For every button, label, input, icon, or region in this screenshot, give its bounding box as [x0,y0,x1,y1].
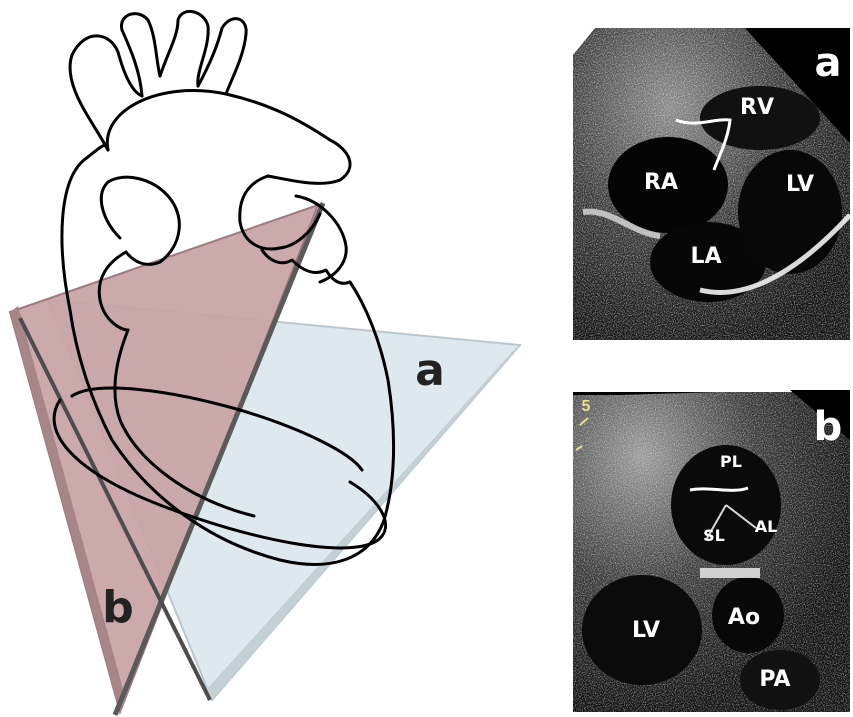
echo-b-label-lv: LV [632,618,660,643]
echo-b-label-ao: Ao [728,605,760,630]
echo-panel-b: 5 b PL SL AL LV Ao PA [573,390,850,712]
echo-panel-b-letter: b [814,404,843,450]
plane-label-a: a [415,345,445,396]
echo-a-label-la: LA [690,244,721,269]
echo-a-label-ra: RA [644,170,678,195]
echo-panel-a: a RV RA LV LA [573,28,850,340]
echo-b-label-al: AL [755,517,778,536]
echo-a-lv-chamber [738,150,842,274]
echo-b-label-pa: PA [759,667,790,692]
echo-b-label-pl: PL [720,452,742,471]
heart-diagram: a b [10,11,520,715]
plane-label-b: b [102,582,134,633]
echo-a-label-rv: RV [740,95,774,120]
echo-b-label-sl: SL [703,526,725,545]
echo-panel-a-letter: a [815,40,842,86]
echo-b-depth-marker: 5 [582,398,591,415]
echo-a-label-lv: LV [786,172,814,197]
